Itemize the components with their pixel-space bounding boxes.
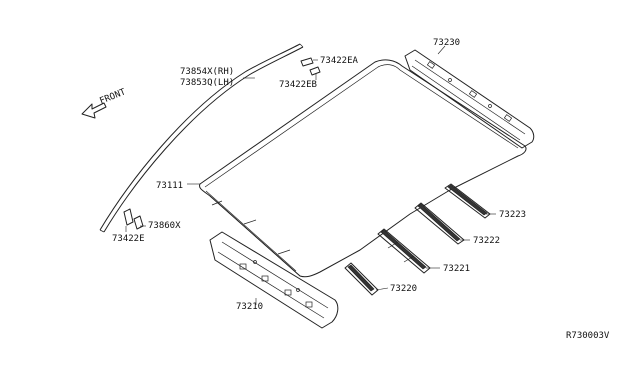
rear-rail-73210	[209, 231, 339, 329]
roof-bow-73222	[414, 202, 465, 245]
front-label: FRONT	[98, 87, 127, 107]
fastener-73860x	[133, 215, 144, 230]
label-73111: 73111	[156, 181, 183, 191]
front-rail-73230	[404, 49, 535, 149]
label-73853q: 73853Q(LH)	[180, 78, 234, 88]
roof-bow-73220	[344, 262, 379, 296]
label-73854x: 73854X(RH)	[180, 67, 234, 77]
label-73230: 73230	[433, 38, 460, 48]
label-73223: 73223	[499, 210, 526, 220]
roof-molding	[99, 43, 304, 233]
leader-lines	[125, 45, 496, 305]
clip-73422eb	[309, 66, 321, 76]
part-labels: 73230 73854X(RH) 73853Q(LH) 73422EA 7342…	[112, 38, 526, 312]
label-73220: 73220	[390, 284, 417, 294]
reference-code: R730003V	[566, 331, 610, 341]
label-73222: 73222	[473, 236, 500, 246]
roof-bow-73221	[377, 228, 431, 274]
label-73422ea: 73422EA	[320, 56, 359, 66]
roof-bow-73223	[444, 183, 491, 219]
label-73422e: 73422E	[112, 234, 145, 244]
label-73860x: 73860X	[148, 221, 181, 231]
clip-73422ea	[300, 57, 314, 67]
roof-panel	[199, 59, 527, 278]
label-73210: 73210	[236, 302, 263, 312]
front-arrow: FRONT	[81, 87, 128, 119]
label-73422eb: 73422EB	[279, 80, 317, 90]
label-73221: 73221	[443, 264, 470, 274]
clip-73422e	[123, 208, 134, 226]
